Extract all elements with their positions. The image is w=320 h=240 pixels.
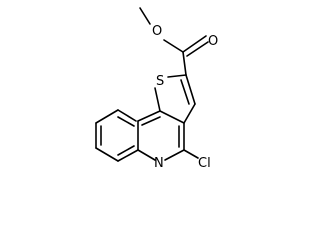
nitrogen-atom-label: N bbox=[154, 156, 164, 171]
bond-carbonyl-ester-o bbox=[163, 39, 184, 53]
molecule-diagram: S N Cl O O bbox=[95, 7, 218, 171]
bond-c2-c3-inner bbox=[180, 79, 190, 105]
bond-c9b-c3a-inner bbox=[141, 116, 161, 126]
bond-ester-o-methyl bbox=[139, 7, 151, 25]
bond-carbonyl-o-double-inner bbox=[186, 41, 209, 57]
molecule-svg: S N Cl O O bbox=[95, 7, 218, 171]
bond-benzene-bottom bbox=[117, 149, 139, 162]
bond-benzene-top bbox=[117, 109, 137, 122]
sulfur-atom-label: S bbox=[156, 74, 164, 89]
bond-carbonyl-o-double bbox=[182, 35, 207, 53]
bond-c3-c3b bbox=[183, 103, 196, 124]
bond-c9b-s bbox=[154, 87, 161, 112]
bond-c9b-c3a bbox=[137, 110, 161, 122]
bond-n-c5a bbox=[137, 149, 156, 161]
bond-c3a-c3b bbox=[159, 110, 185, 124]
bond-benzene-bottom-inner bbox=[117, 145, 135, 156]
bond-benzene-lower-left bbox=[95, 147, 119, 162]
ester-oxygen-atom-label: O bbox=[152, 24, 162, 39]
chlorine-atom-label: Cl bbox=[198, 156, 211, 171]
bond-c2-carbonyl bbox=[182, 51, 187, 76]
bond-c2-c3 bbox=[185, 74, 196, 105]
bond-c4-cl bbox=[183, 149, 199, 159]
bond-benzene-upper-left bbox=[95, 109, 119, 124]
bond-c4-n bbox=[164, 149, 185, 161]
bond-benzene-top-inner bbox=[117, 116, 135, 127]
carbonyl-oxygen-atom-label: O bbox=[208, 34, 218, 49]
bond-s-c2 bbox=[167, 74, 187, 78]
